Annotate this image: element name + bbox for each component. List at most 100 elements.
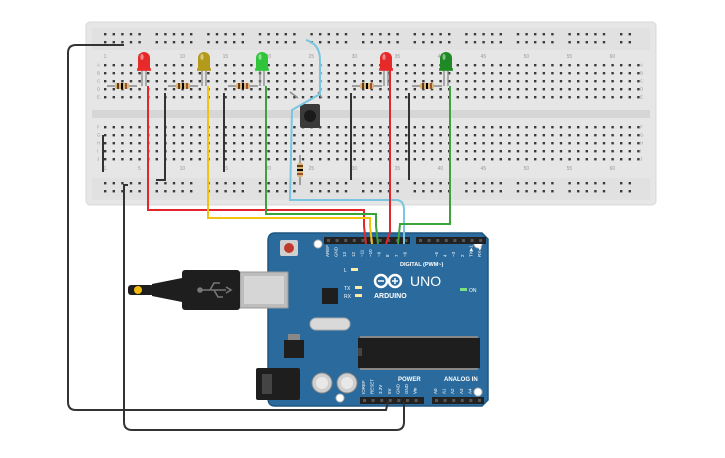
header-pin[interactable] bbox=[460, 399, 464, 402]
mount-hole-1 bbox=[313, 239, 323, 249]
breadboard-hole bbox=[181, 126, 184, 129]
atmega-chip bbox=[358, 336, 480, 370]
breadboard-hole bbox=[542, 182, 545, 185]
header-pin[interactable] bbox=[344, 239, 348, 242]
arduino-uno[interactable]: L TX RX ON ARDUINO UNO DIGITAL (PWM~) PO… bbox=[239, 232, 489, 407]
breadboard-hole bbox=[327, 80, 330, 83]
breadboard-hole bbox=[112, 80, 115, 83]
breadboard-hole bbox=[611, 64, 614, 67]
header-pin[interactable] bbox=[378, 239, 382, 242]
breadboard-hole bbox=[207, 41, 210, 44]
breadboard-hole bbox=[611, 126, 614, 129]
power-pin-label: IOREF bbox=[361, 380, 366, 394]
header-pin[interactable] bbox=[352, 239, 356, 242]
header-pin[interactable] bbox=[371, 399, 375, 402]
breadboard-hole bbox=[224, 126, 227, 129]
breadboard-hole bbox=[267, 64, 270, 67]
header-pin[interactable] bbox=[462, 239, 465, 242]
breadboard[interactable]: 1155101015152020252530303535404045455050… bbox=[85, 21, 657, 206]
breadboard-hole bbox=[482, 150, 485, 153]
breadboard-hole bbox=[327, 142, 330, 145]
header-pin[interactable] bbox=[469, 399, 473, 402]
breadboard-row-letter: A bbox=[640, 63, 643, 68]
breadboard-hole bbox=[155, 80, 158, 83]
header-pin[interactable] bbox=[479, 239, 483, 242]
breadboard-hole bbox=[181, 33, 184, 36]
breadboard-hole bbox=[379, 96, 382, 99]
breadboard-hole bbox=[482, 96, 485, 99]
breadboard-hole bbox=[104, 41, 107, 44]
resistor-vertical[interactable] bbox=[297, 155, 303, 185]
breadboard-hole bbox=[121, 126, 124, 129]
header-pin[interactable] bbox=[427, 239, 431, 242]
push-button[interactable] bbox=[289, 91, 323, 128]
header-pin[interactable] bbox=[327, 239, 330, 242]
header-pin[interactable] bbox=[404, 239, 408, 242]
breadboard-hole bbox=[482, 190, 485, 193]
led-red-1[interactable] bbox=[137, 52, 151, 86]
header-pin[interactable] bbox=[444, 239, 448, 242]
header-pin[interactable] bbox=[387, 239, 391, 242]
breadboard-hole bbox=[413, 88, 416, 91]
header-pin[interactable] bbox=[478, 399, 481, 402]
header-pin[interactable] bbox=[397, 399, 401, 402]
breadboard-hole bbox=[215, 158, 219, 161]
header-pin[interactable] bbox=[363, 399, 366, 402]
header-pin[interactable] bbox=[361, 239, 365, 242]
led-yellow[interactable] bbox=[197, 52, 211, 86]
led-red-2[interactable] bbox=[379, 52, 393, 86]
breadboard-hole bbox=[319, 150, 322, 153]
breadboard-hole bbox=[396, 134, 399, 137]
header-pin[interactable] bbox=[435, 399, 438, 402]
header-pin[interactable] bbox=[453, 239, 457, 242]
breadboard-hole bbox=[628, 142, 631, 145]
header-pins bbox=[327, 239, 483, 402]
breadboard-hole bbox=[628, 72, 631, 75]
header-pin[interactable] bbox=[419, 239, 422, 242]
crystal-oscillator bbox=[309, 317, 351, 331]
reset-button[interactable] bbox=[280, 240, 298, 256]
breadboard-column-number: 35 bbox=[395, 54, 401, 60]
resistor-1[interactable] bbox=[107, 83, 137, 89]
breadboard-hole bbox=[327, 96, 330, 99]
breadboard-hole bbox=[473, 96, 477, 99]
header-pin[interactable] bbox=[335, 239, 339, 242]
breadboard-hole bbox=[370, 150, 373, 153]
resistor-3[interactable] bbox=[228, 83, 258, 89]
header-pin[interactable] bbox=[406, 399, 409, 402]
breadboard-hole bbox=[215, 190, 219, 193]
header-pin[interactable] bbox=[380, 399, 384, 402]
breadboard-hole bbox=[491, 190, 494, 193]
breadboard-hole bbox=[284, 88, 287, 91]
breadboard-hole bbox=[456, 72, 459, 75]
header-pin[interactable] bbox=[443, 399, 447, 402]
resistor-4[interactable] bbox=[352, 83, 382, 89]
header-pin[interactable] bbox=[436, 239, 440, 242]
breadboard-hole bbox=[516, 80, 520, 83]
breadboard-hole bbox=[525, 158, 528, 161]
resistor-2[interactable] bbox=[168, 83, 198, 89]
breadboard-hole bbox=[405, 158, 408, 161]
breadboard-hole bbox=[181, 41, 184, 44]
header-pin[interactable] bbox=[452, 399, 456, 402]
header-pin[interactable] bbox=[470, 239, 474, 242]
breadboard-hole bbox=[577, 80, 580, 83]
breadboard-hole bbox=[112, 150, 115, 153]
breadboard-hole bbox=[542, 72, 545, 75]
breadboard-hole bbox=[129, 96, 133, 99]
breadboard-hole bbox=[181, 96, 184, 99]
header-pin[interactable] bbox=[388, 399, 392, 402]
breadboard-hole bbox=[577, 33, 580, 36]
resistor-5[interactable] bbox=[412, 83, 442, 89]
breadboard-hole bbox=[370, 33, 373, 36]
header-pin[interactable] bbox=[414, 399, 418, 402]
header-pin[interactable] bbox=[395, 239, 399, 242]
breadboard-hole bbox=[327, 150, 330, 153]
led-green-2[interactable] bbox=[439, 52, 453, 86]
power-pin-label: RESET bbox=[370, 379, 375, 394]
breadboard-hole bbox=[172, 158, 176, 161]
breadboard-hole bbox=[276, 126, 279, 129]
led-green-1[interactable] bbox=[255, 52, 269, 86]
breadboard-hole bbox=[499, 150, 502, 153]
breadboard-hole bbox=[620, 158, 623, 161]
